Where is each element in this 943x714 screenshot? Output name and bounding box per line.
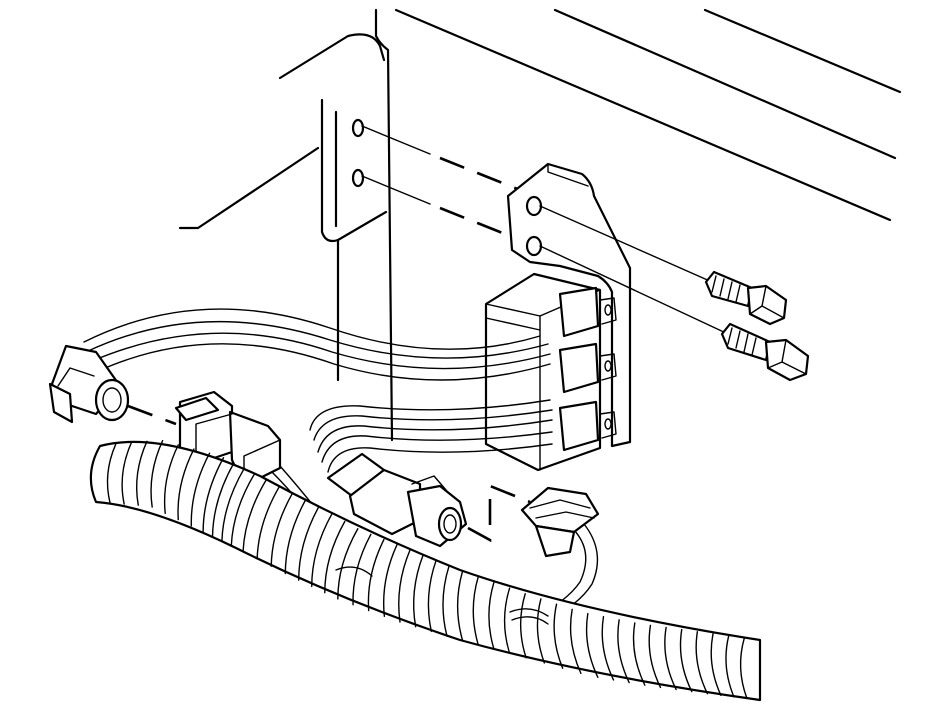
conduit-rib (679, 628, 693, 693)
conduit-rib (163, 444, 179, 515)
conduit-rib (256, 485, 281, 560)
conduit-rib (398, 549, 411, 623)
bolt-upper (704, 270, 788, 326)
conduit-rib (297, 506, 320, 581)
conduit-rib (664, 626, 677, 691)
center-connector (326, 452, 468, 548)
conduit-rib (221, 467, 246, 542)
left-round-connector (48, 344, 130, 424)
conduit-rib (136, 440, 148, 506)
conduit-rib (739, 637, 748, 700)
conduit-rib (617, 619, 630, 684)
conduit-rib (632, 622, 646, 686)
conduit-rib (427, 559, 437, 633)
conduit-rib (456, 570, 464, 642)
conduit-rib (503, 587, 511, 654)
bolt-lower (720, 322, 810, 382)
conduit-rib (202, 457, 225, 533)
conduit-rib (230, 472, 256, 547)
conduit-rib (695, 630, 709, 695)
conduit-rib (270, 492, 294, 567)
conduit-rib (190, 452, 211, 527)
mounting-panel (178, 8, 902, 442)
conduit-rib (585, 612, 599, 679)
conduit-rib (150, 439, 164, 508)
conduit-rib (242, 478, 268, 553)
mating-line-left (127, 404, 177, 426)
conduit-rib (337, 528, 359, 600)
conduit-wire-ties (335, 566, 549, 625)
conduit-rib (519, 593, 527, 659)
corrugated-harness-conduit (89, 439, 762, 702)
relay-middle (558, 342, 617, 394)
mating-line-center (467, 484, 531, 543)
conduit-rib (311, 513, 333, 588)
panel-holes (351, 118, 365, 188)
conduit-rib (648, 624, 662, 689)
conduit-rib (382, 544, 398, 617)
conduit-rib (710, 633, 722, 697)
alignment-lines (361, 125, 521, 242)
conduit-rib (177, 448, 195, 521)
conduit-rib (553, 603, 564, 669)
conduit-rib (324, 520, 346, 594)
conduit-rib (121, 442, 133, 505)
conduit-rib (472, 575, 479, 646)
conduit-rib (536, 598, 546, 664)
conduit-rib (725, 635, 735, 698)
conduit-rib (412, 554, 424, 628)
relay-upper (558, 286, 617, 338)
conduit-rib (488, 581, 495, 650)
conduit-rib (352, 533, 372, 606)
bolt-axis-lines (539, 205, 729, 335)
conduit-rib (211, 462, 235, 537)
conduit-rib (442, 564, 450, 637)
right-connector (520, 486, 600, 558)
conduit-rib (106, 443, 117, 504)
conduit-rib (569, 608, 582, 675)
relay-lower (558, 400, 617, 452)
conduit-rib (284, 499, 307, 575)
conduit-rib (601, 615, 615, 681)
